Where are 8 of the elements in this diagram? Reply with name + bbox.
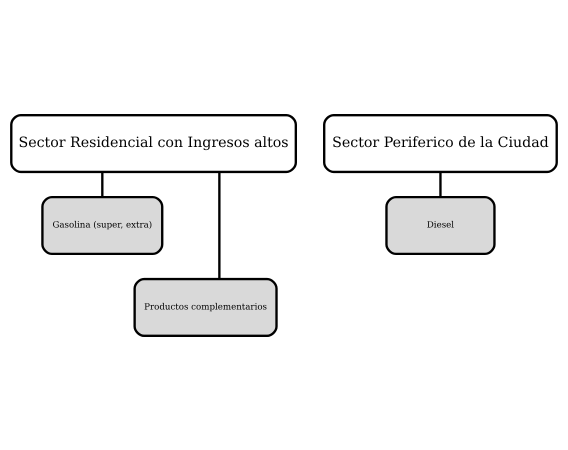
connector <box>218 172 221 278</box>
node-box: Sector Periferico de la Ciudad <box>323 113 558 173</box>
node-box: Sector Residencial con Ingresos altos <box>10 113 297 173</box>
node-box: Diesel <box>385 195 496 255</box>
node-box: Productos complementarios <box>133 277 278 337</box>
node-box: Gasolina (super, extra) <box>41 195 164 255</box>
connector <box>439 171 442 197</box>
connector <box>101 171 104 197</box>
